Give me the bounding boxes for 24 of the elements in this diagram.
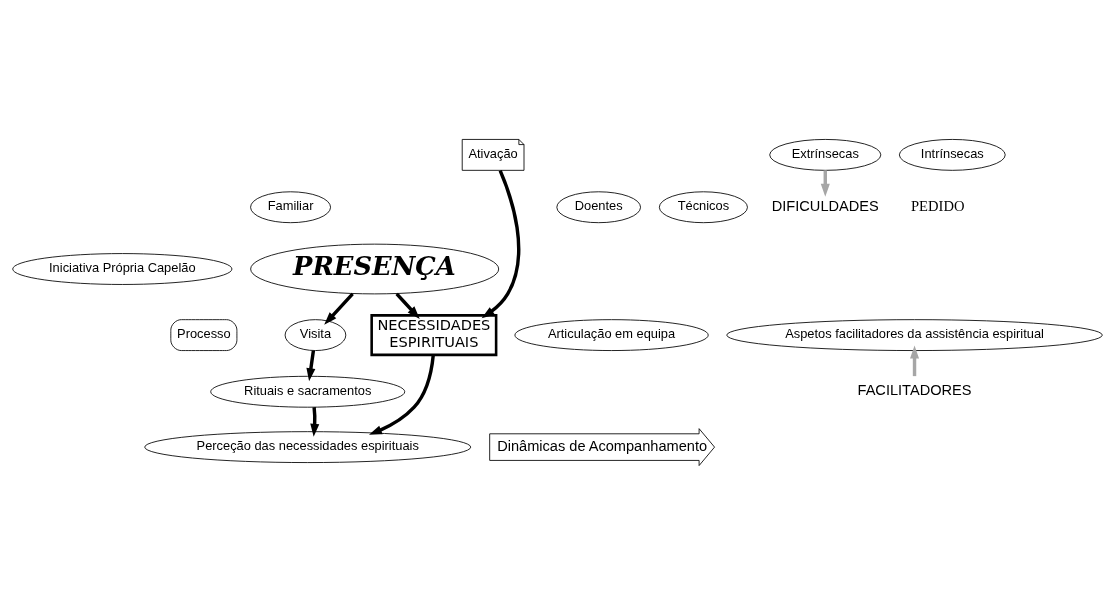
node-box: Processo xyxy=(170,318,238,351)
node-ellipse: Articulação em equipa xyxy=(514,318,709,351)
node-ellipse: Intrínsecas xyxy=(898,138,1006,171)
arrow xyxy=(481,169,521,318)
arrow xyxy=(306,349,316,381)
arrow xyxy=(395,292,420,319)
node-ellipse: Iniciativa Própria Capelão xyxy=(12,252,233,285)
arrow xyxy=(910,345,920,376)
node-text: FACILITADORES xyxy=(857,381,972,398)
node-text: DIFICULDADES xyxy=(771,197,879,214)
arrow xyxy=(310,406,320,437)
node-ellipse: Rituais e sacramentos xyxy=(210,375,406,408)
node-box: NECESSIDADES ESPIRITUAIS xyxy=(370,313,498,356)
node-ellipse: Familiar xyxy=(250,190,331,223)
node-ellipse: Aspetos facilitadores da assistência espiritual xyxy=(726,318,1103,351)
node-ellipse: Doentes xyxy=(556,190,641,223)
node-ellipse: Visita xyxy=(284,318,347,351)
node-ellipse: Perceção das necessidades espirituais xyxy=(144,430,472,463)
arrow xyxy=(368,354,435,435)
node-ellipse: PRESENÇA xyxy=(250,243,500,294)
node-ellipse: Extrínsecas xyxy=(769,138,882,171)
arrow xyxy=(324,292,354,325)
label: PEDIDO xyxy=(910,197,965,214)
node-ellipse: Técnicos xyxy=(658,190,748,223)
